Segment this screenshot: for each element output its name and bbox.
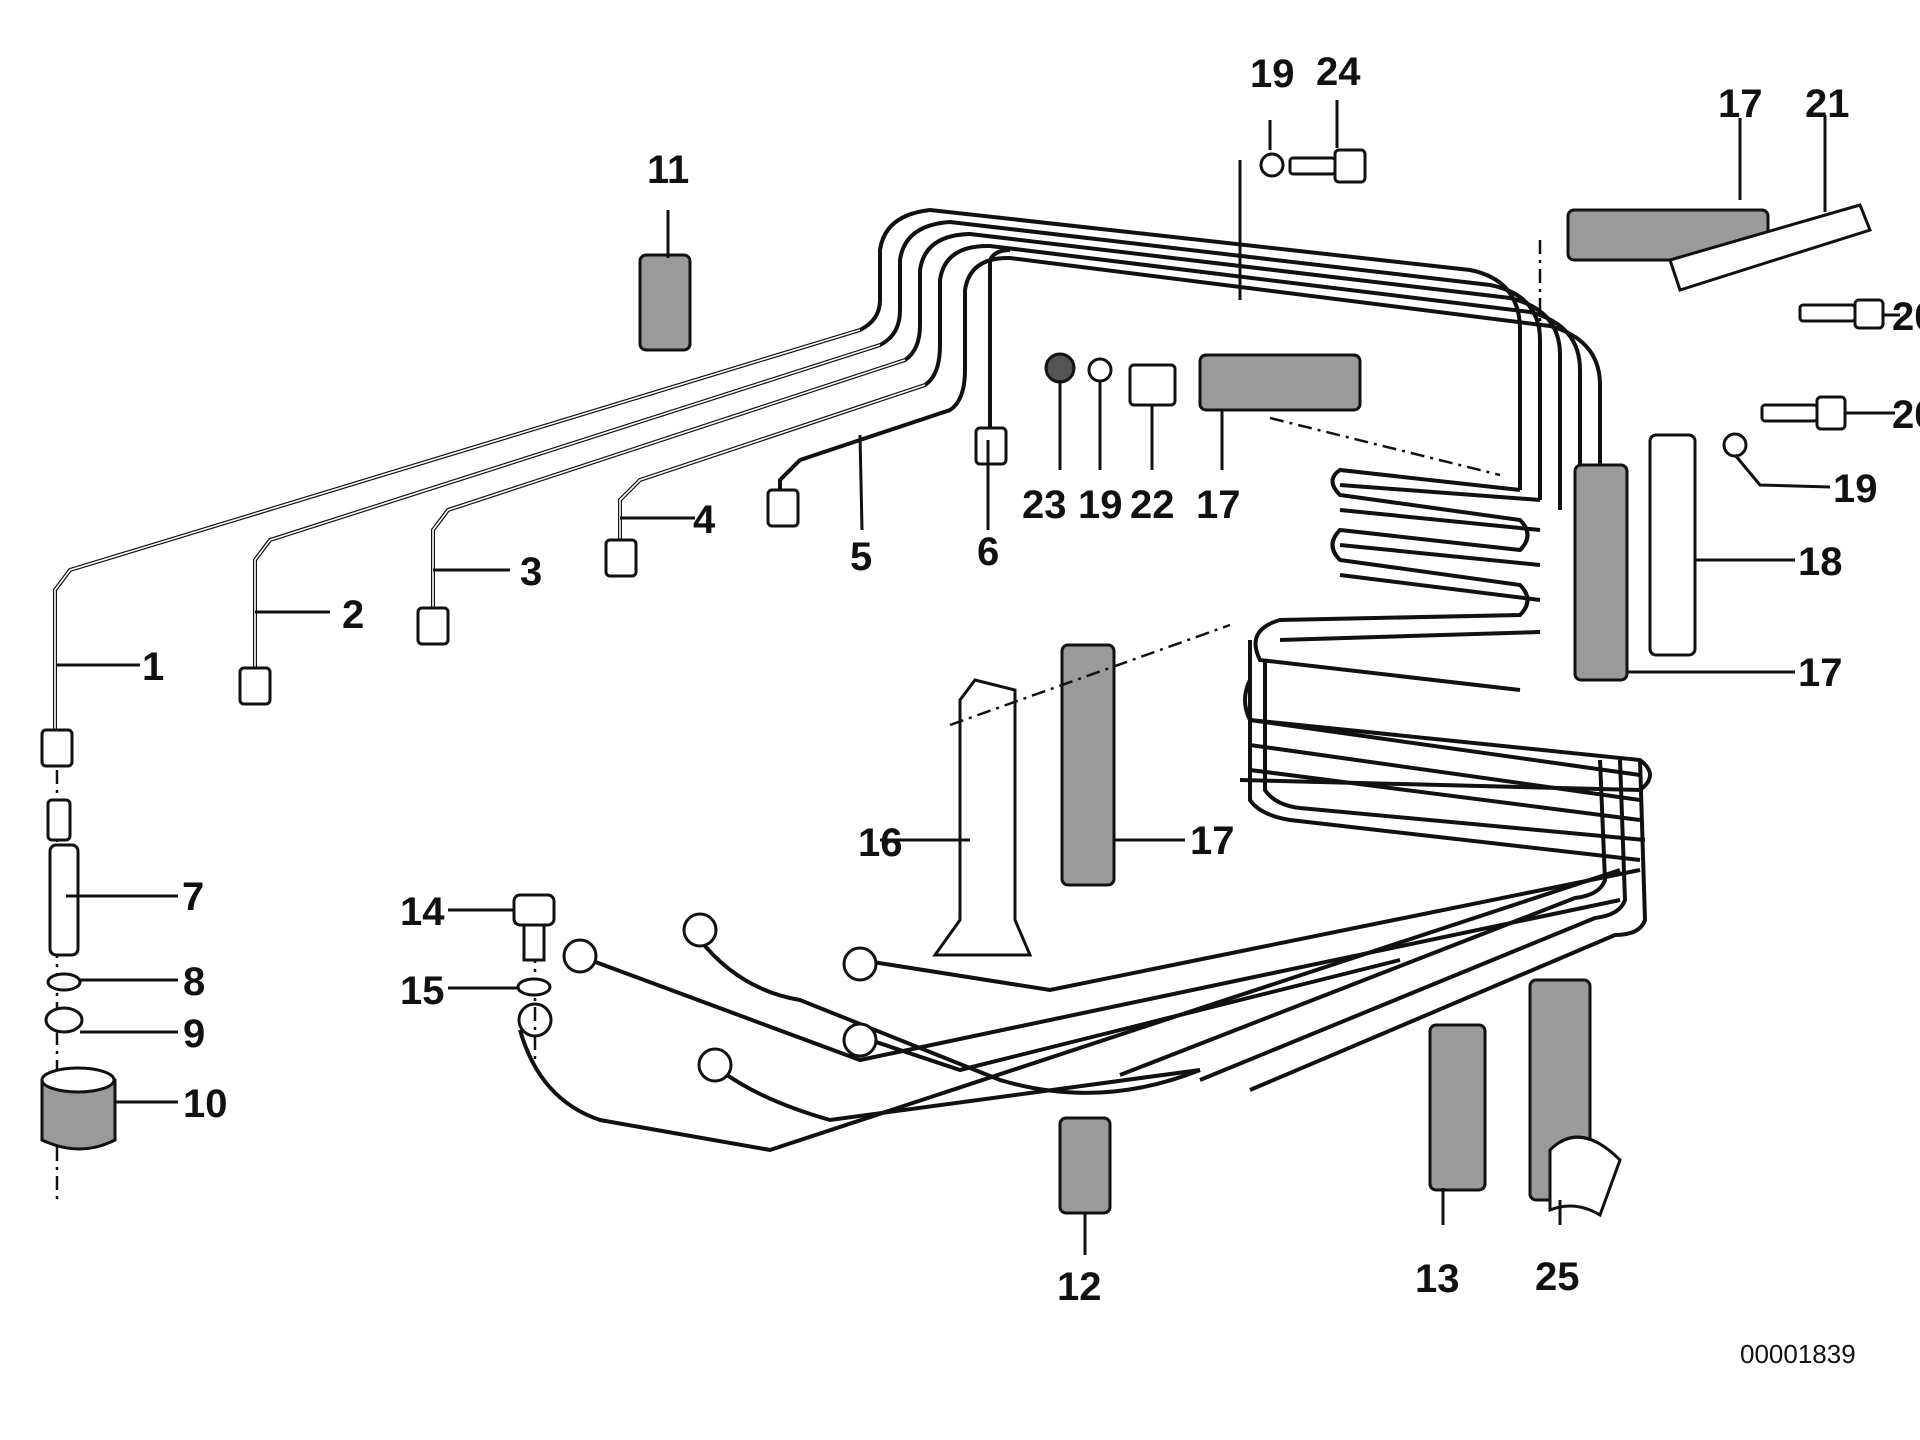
return-lines <box>517 868 1641 1153</box>
part-20-bolt-lower <box>1760 403 1819 423</box>
part-14-banjo-bolt <box>512 893 556 927</box>
clamps <box>638 148 1885 1218</box>
part-24-bolt <box>1288 156 1337 176</box>
callout-17-right: 17 <box>1798 651 1843 695</box>
callout-17-top: 17 <box>1718 82 1763 126</box>
part-17-clamp-upper <box>1198 353 1362 412</box>
callout-24: 24 <box>1316 50 1361 94</box>
tube-4-nut <box>604 538 638 578</box>
callout-labels: 1 2 3 4 5 6 7 8 9 10 11 12 13 14 15 16 1… <box>142 50 1920 1309</box>
banjo-eye-c <box>842 946 878 982</box>
callout-20-upper: 20 <box>1892 295 1920 339</box>
callout-19-top: 19 <box>1250 52 1295 96</box>
part-12-clamp <box>1058 1116 1112 1215</box>
part-8-washer <box>46 972 82 992</box>
part-19-washer-a <box>1087 357 1113 383</box>
part-15-seal-ring <box>516 977 552 997</box>
callout-25: 25 <box>1535 1255 1580 1299</box>
part-20-bolt-upper <box>1798 303 1857 323</box>
banjo-eye-b <box>682 912 718 948</box>
part-23-nut <box>1044 352 1076 384</box>
part-17-clamp-center <box>1060 643 1116 887</box>
tube-3-nut <box>416 606 450 646</box>
callout-6: 6 <box>977 530 999 574</box>
callout-21: 21 <box>1805 82 1850 126</box>
callout-17-center: 17 <box>1190 819 1235 863</box>
part-16-bracket <box>932 678 1033 957</box>
callout-20-lower: 20 <box>1892 393 1920 437</box>
part-13-clamp <box>1428 1023 1487 1192</box>
callout-5: 5 <box>850 535 872 579</box>
callout-19-mid: 19 <box>1078 483 1123 527</box>
callout-1: 1 <box>142 645 164 689</box>
callout-17-upper: 17 <box>1196 483 1241 527</box>
callout-15: 15 <box>400 969 445 1013</box>
callout-12: 12 <box>1057 1265 1102 1309</box>
coiled-tube-bundle <box>1119 467 1652 1092</box>
connector-stack <box>40 770 117 1200</box>
callout-2: 2 <box>342 593 364 637</box>
part-19-washer-c <box>1722 432 1748 458</box>
banjo-bolt-group <box>512 893 556 1060</box>
callout-22: 22 <box>1130 483 1175 527</box>
part-11-clamp <box>638 253 692 352</box>
tube-5-nut <box>766 488 800 528</box>
leader-lines <box>57 100 1900 1255</box>
callout-3: 3 <box>520 550 542 594</box>
tube-6-nut <box>974 426 1008 466</box>
callout-13: 13 <box>1415 1257 1460 1301</box>
drawing-reference-code: 00001839 <box>1740 1339 1856 1369</box>
banjo-eye-a <box>562 938 598 974</box>
part-17-clamp-right <box>1573 463 1629 682</box>
callout-11: 11 <box>647 148 689 192</box>
part-9-grommet <box>44 1006 84 1034</box>
part-7-body <box>48 843 80 957</box>
callout-9: 9 <box>183 1012 205 1056</box>
part-21-strip <box>1668 203 1872 292</box>
part-19-washer-b <box>1259 152 1285 178</box>
banjo-eye-e <box>697 1047 733 1083</box>
tube-2-nut <box>238 666 272 706</box>
callout-10: 10 <box>183 1082 228 1126</box>
callout-8: 8 <box>183 960 205 1004</box>
callout-19-right: 19 <box>1833 467 1878 511</box>
banjo-eye-d <box>842 1022 878 1058</box>
callout-16: 16 <box>858 821 903 865</box>
callout-14: 14 <box>400 890 445 934</box>
injection-tube-bundle <box>40 207 1602 768</box>
callout-18: 18 <box>1798 540 1843 584</box>
callout-4: 4 <box>693 498 716 542</box>
callout-7: 7 <box>182 875 204 919</box>
callout-23: 23 <box>1022 483 1067 527</box>
part-7-adapter <box>46 798 72 842</box>
part-22-bracket <box>1128 363 1177 407</box>
part-18-bracket <box>1648 433 1697 657</box>
tube-1-nut <box>40 728 74 768</box>
